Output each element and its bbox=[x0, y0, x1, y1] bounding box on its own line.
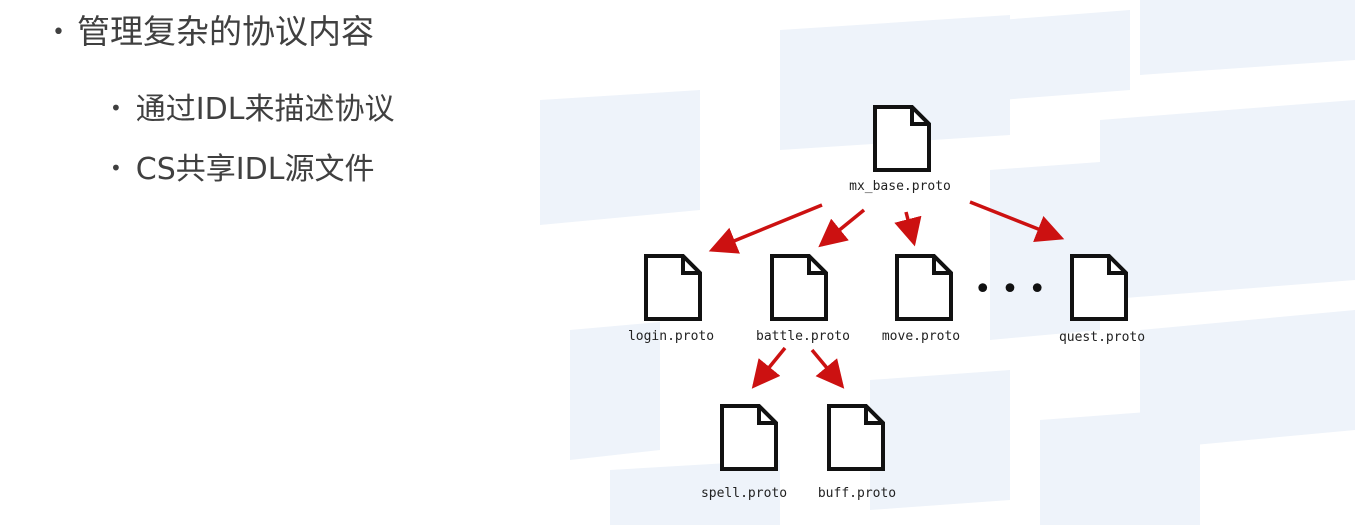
node-label: login.proto bbox=[628, 329, 714, 344]
node-battle: battle.proto bbox=[756, 254, 850, 344]
bullet-sub-idl: • 通过IDL来描述协议 bbox=[110, 86, 394, 132]
node-move: move.proto bbox=[882, 254, 960, 344]
arrow-battle-to-spell bbox=[751, 346, 787, 389]
arrow-root-to-quest bbox=[969, 200, 1065, 243]
node-label: mx_base.proto bbox=[849, 179, 951, 194]
bullet-dot: • bbox=[110, 96, 122, 120]
file-icon bbox=[895, 254, 953, 321]
file-icon bbox=[873, 105, 931, 172]
node-root: mx_base.proto bbox=[849, 105, 951, 194]
node-label: move.proto bbox=[882, 329, 960, 344]
node-label: quest.proto bbox=[1059, 330, 1145, 345]
ellipsis: • • • bbox=[974, 272, 1046, 307]
bullet-main-text: 管理复杂的协议内容 bbox=[76, 12, 374, 51]
file-icon bbox=[720, 404, 778, 471]
node-buff: buff.proto bbox=[818, 404, 896, 501]
arrow-root-to-battle bbox=[818, 208, 866, 248]
bullet-dot: • bbox=[110, 156, 122, 180]
file-icon bbox=[1070, 254, 1128, 321]
arrow-root-to-move bbox=[894, 211, 922, 247]
bullet-sub-text: 通过IDL来描述协议 bbox=[135, 92, 395, 127]
node-quest: quest.proto bbox=[1059, 254, 1145, 345]
file-icon bbox=[827, 404, 885, 471]
bullet-main: • 管理复杂的协议内容 bbox=[52, 8, 374, 57]
node-label: buff.proto bbox=[818, 486, 896, 501]
bullet-sub-shared: • CS共享IDL源文件 bbox=[110, 146, 374, 192]
node-label: spell.proto bbox=[701, 486, 787, 501]
node-login: login.proto bbox=[628, 254, 714, 344]
bullet-dot: • bbox=[52, 20, 65, 45]
node-spell: spell.proto bbox=[701, 404, 787, 501]
arrow-root-to-login bbox=[708, 203, 823, 254]
arrow-battle-to-buff bbox=[810, 348, 845, 389]
file-icon bbox=[770, 254, 828, 321]
node-label: battle.proto bbox=[756, 329, 850, 344]
bullet-sub-text: CS共享IDL源文件 bbox=[135, 152, 375, 187]
file-icon bbox=[644, 254, 702, 321]
